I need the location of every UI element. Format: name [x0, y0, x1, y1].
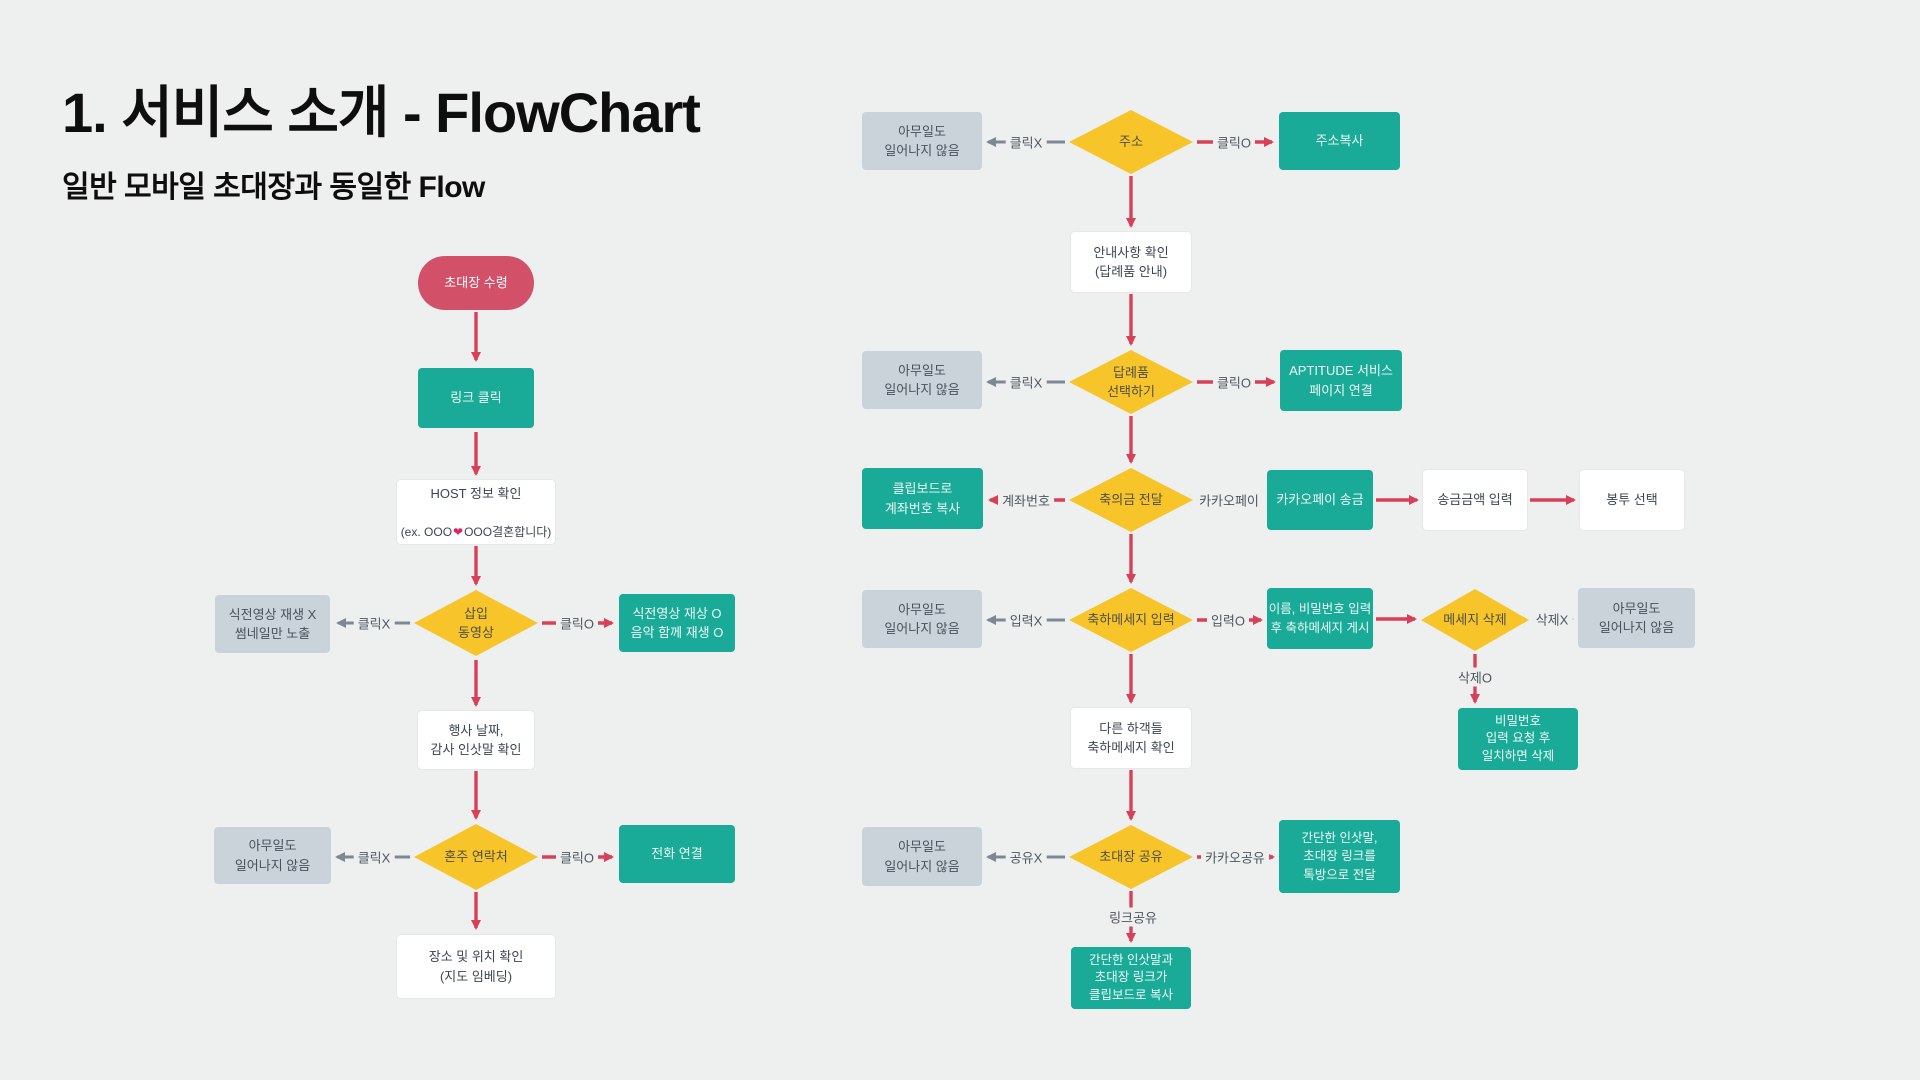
node-invitation-receive: 초대장 수령	[418, 256, 534, 310]
node-message-post: 이름, 비밀번호 입력 후 축하메세지 게시	[1267, 588, 1373, 649]
edge-label-click-x: 클릭X	[1005, 132, 1047, 152]
edge-label-delete-o: 삭제O	[1453, 667, 1497, 687]
edge-label-delete-x: 삭제X	[1531, 609, 1573, 629]
edge-label-input-x: 입력X	[1005, 610, 1047, 630]
edge-label-click-x: 클릭X	[1005, 372, 1047, 392]
node-envelope-select: 봉투 선택	[1580, 470, 1684, 530]
decision-message-input: 축하메세지 입력	[1069, 588, 1193, 652]
edge-label-input-o: 입력O	[1206, 610, 1250, 630]
node-host-info: HOST 정보 확인 (ex. OOO❤OOO결혼합니다)	[397, 480, 555, 544]
node-phone-call: 전화 연결	[619, 825, 735, 883]
node-kakaopay-send: 카카오페이 송금	[1267, 470, 1373, 530]
edge-label-click-x: 클릭X	[353, 847, 395, 867]
node-link-click: 링크 클릭	[418, 368, 534, 428]
decision-message-delete: 메세지 삭제	[1421, 589, 1529, 651]
node-address-no: 아무일도 일어나지 않음	[862, 112, 982, 170]
node-address-copy: 주소복사	[1279, 112, 1400, 170]
decision-invitation-share: 초대장 공유	[1069, 825, 1193, 889]
decision-address: 주소	[1069, 110, 1193, 174]
node-message-no: 아무일도 일어나지 않음	[862, 590, 982, 648]
node-amount-input: 송금금액 입력	[1423, 470, 1527, 530]
node-gift-no: 아무일도 일어나지 않음	[862, 351, 982, 409]
decision-embedded-video: 삽입 동영상	[414, 590, 538, 656]
host-info-line2: (ex. OOO❤OOO결혼합니다)	[400, 524, 552, 539]
edge-label-link-share: 링크공유	[1105, 907, 1161, 927]
page-subtitle: 일반 모바일 초대장과 동일한 Flow	[62, 171, 485, 204]
node-aptitude-link: APTITUDE 서비스 페이지 연결	[1280, 350, 1402, 411]
edge-label-share-x: 공유X	[1005, 847, 1047, 867]
decision-gift-money: 축의금 전달	[1069, 468, 1193, 532]
node-delete-no: 아무일도 일어나지 않음	[1578, 588, 1695, 648]
node-location-check: 장소 및 위치 확인 (지도 임베딩)	[397, 935, 555, 998]
node-account-copy: 클립보드로 계좌번호 복사	[862, 468, 983, 529]
decision-host-contact: 혼주 연락처	[414, 824, 538, 890]
host-info-line1: HOST 정보 확인	[430, 485, 522, 501]
page-title: 1. 서비스 소개 - FlowChart	[62, 81, 701, 144]
edge-label-click-o: 클릭O	[555, 613, 599, 633]
edge-label-click-o: 클릭O	[1212, 132, 1256, 152]
node-notice-check: 안내사항 확인 (답례품 안내)	[1071, 232, 1191, 292]
node-delete-confirm: 비밀번호 입력 요청 후 일치하면 삭제	[1458, 708, 1578, 770]
edge-label-click-o: 클릭O	[1212, 372, 1256, 392]
decision-gift-select: 답례품 선택하기	[1069, 350, 1193, 414]
edge-label-account: 계좌번호	[998, 490, 1054, 510]
edge-label-click-x: 클릭X	[353, 613, 395, 633]
edge-label-click-o: 클릭O	[555, 847, 599, 867]
node-contact-no: 아무일도 일어나지 않음	[214, 827, 331, 884]
node-link-copy: 간단한 인삿말과 초대장 링크가 클립보드로 복사	[1071, 947, 1191, 1009]
node-share-no: 아무일도 일어나지 않음	[862, 827, 982, 886]
node-video-yes: 식전영상 재상 O 음악 함께 재생 O	[619, 594, 735, 652]
edge-label-kakaopay: 카카오페이	[1195, 490, 1263, 510]
node-other-guests: 다른 하객들 축하메세지 확인	[1071, 708, 1191, 768]
node-event-date: 행사 날짜, 감사 인삿말 확인	[418, 711, 534, 769]
heart-icon: ❤	[453, 524, 464, 539]
edge-label-kakao-share: 카카오공유	[1201, 847, 1269, 867]
node-video-no: 식전영상 재생 X 썸네일만 노출	[215, 595, 330, 653]
node-kakao-share: 간단한 인삿말, 초대장 링크를 톡방으로 전달	[1279, 820, 1400, 893]
